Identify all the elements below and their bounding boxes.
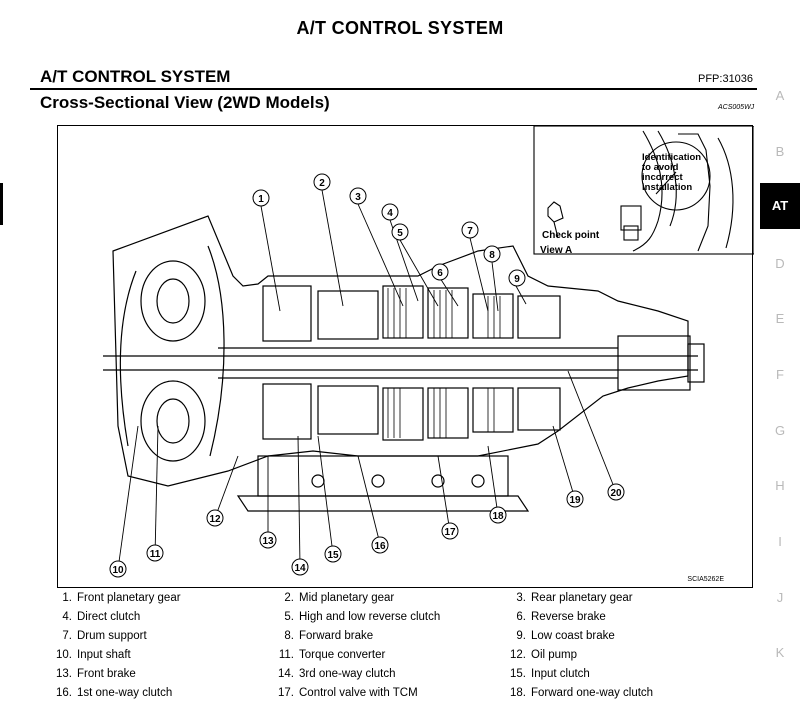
callout-17: 17 (441, 522, 459, 540)
callout-14: 14 (291, 558, 309, 576)
identification-line-4: installation (642, 182, 692, 193)
callout-19: 19 (566, 490, 584, 508)
callout-1: 1 (252, 189, 270, 207)
svg-text:8: 8 (489, 250, 495, 261)
svg-text:7: 7 (467, 226, 473, 237)
subtitle: Cross-Sectional View (2WD Models) (40, 93, 330, 112)
svg-text:1: 1 (258, 194, 264, 205)
callout-20: 20 (607, 483, 625, 501)
svg-text:14: 14 (294, 563, 306, 574)
callout-5: 5 (391, 223, 409, 241)
callout-11: 11 (146, 544, 164, 562)
svg-text:20: 20 (610, 488, 622, 499)
svg-text:15: 15 (327, 550, 339, 561)
svg-text:18: 18 (492, 511, 504, 522)
tab-j[interactable]: J (776, 590, 784, 605)
svg-text:16: 16 (374, 541, 386, 552)
transmission-drawing: Identification to avoid incorrect instal… (103, 126, 754, 583)
check-point-label: Check point (542, 230, 600, 241)
view-a-label: View A (540, 245, 572, 256)
svg-text:19: 19 (569, 495, 581, 506)
tab-g[interactable]: G (774, 423, 786, 438)
identification-circle (641, 141, 711, 211)
callout-7: 7 (461, 221, 479, 239)
identification-line-1: Identification (642, 152, 701, 163)
cross-section-figure: Identification to avoid incorrect instal… (57, 125, 754, 588)
callout-6: 6 (431, 263, 449, 281)
svg-text:12: 12 (209, 514, 221, 525)
callout-13: 13 (259, 531, 277, 549)
tab-k[interactable]: K (775, 645, 785, 660)
svg-text:13: 13 (262, 536, 274, 547)
view-a-inset (533, 126, 754, 255)
callout-3: 3 (349, 187, 367, 205)
callout-8: 8 (483, 245, 501, 263)
section-rule (30, 88, 757, 90)
svg-text:4: 4 (387, 208, 393, 219)
svg-text:6: 6 (437, 268, 443, 279)
tab-i[interactable]: I (778, 534, 782, 549)
section-title: A/T CONTROL SYSTEM (40, 67, 231, 86)
svg-text:11: 11 (150, 549, 161, 560)
callout-16: 16 (371, 536, 389, 554)
svg-text:3: 3 (355, 192, 361, 203)
callout-leaders (117, 189, 617, 570)
page-header: A/T CONTROL SYSTEM (296, 18, 504, 38)
page-edge-marker (0, 183, 3, 225)
tab-f[interactable]: F (776, 367, 784, 382)
tab-d[interactable]: D (775, 256, 785, 271)
acs-code: ACS005WJ (718, 104, 755, 111)
figure-code: SCIA5262E (687, 576, 724, 583)
svg-text:5: 5 (397, 228, 403, 239)
callout-10: 10 (109, 560, 127, 578)
tab-a[interactable]: A (775, 88, 785, 103)
callout-2: 2 (313, 173, 331, 191)
callout-9: 9 (508, 269, 526, 287)
transmission-body (103, 215, 705, 512)
callouts: 1 2 3 4 5 6 7 8 9 10 11 12 13 14 15 16 1… (109, 173, 625, 578)
callout-4: 4 (381, 203, 399, 221)
identification-line-2: to avoid (642, 162, 679, 173)
identification-line-3: incorrect (642, 172, 683, 183)
pfp-code: PFP:31036 (698, 73, 754, 85)
tab-at[interactable]: AT (760, 183, 800, 229)
tab-e[interactable]: E (775, 311, 785, 326)
tab-h[interactable]: H (775, 478, 785, 493)
svg-text:9: 9 (514, 274, 520, 285)
clutch-plates (387, 288, 501, 438)
callout-12: 12 (206, 509, 224, 527)
svg-text:10: 10 (112, 565, 124, 576)
callout-15: 15 (324, 545, 342, 563)
callout-18: 18 (489, 506, 507, 524)
svg-text:17: 17 (444, 527, 456, 538)
svg-text:2: 2 (319, 178, 325, 189)
tab-b[interactable]: B (775, 144, 785, 159)
